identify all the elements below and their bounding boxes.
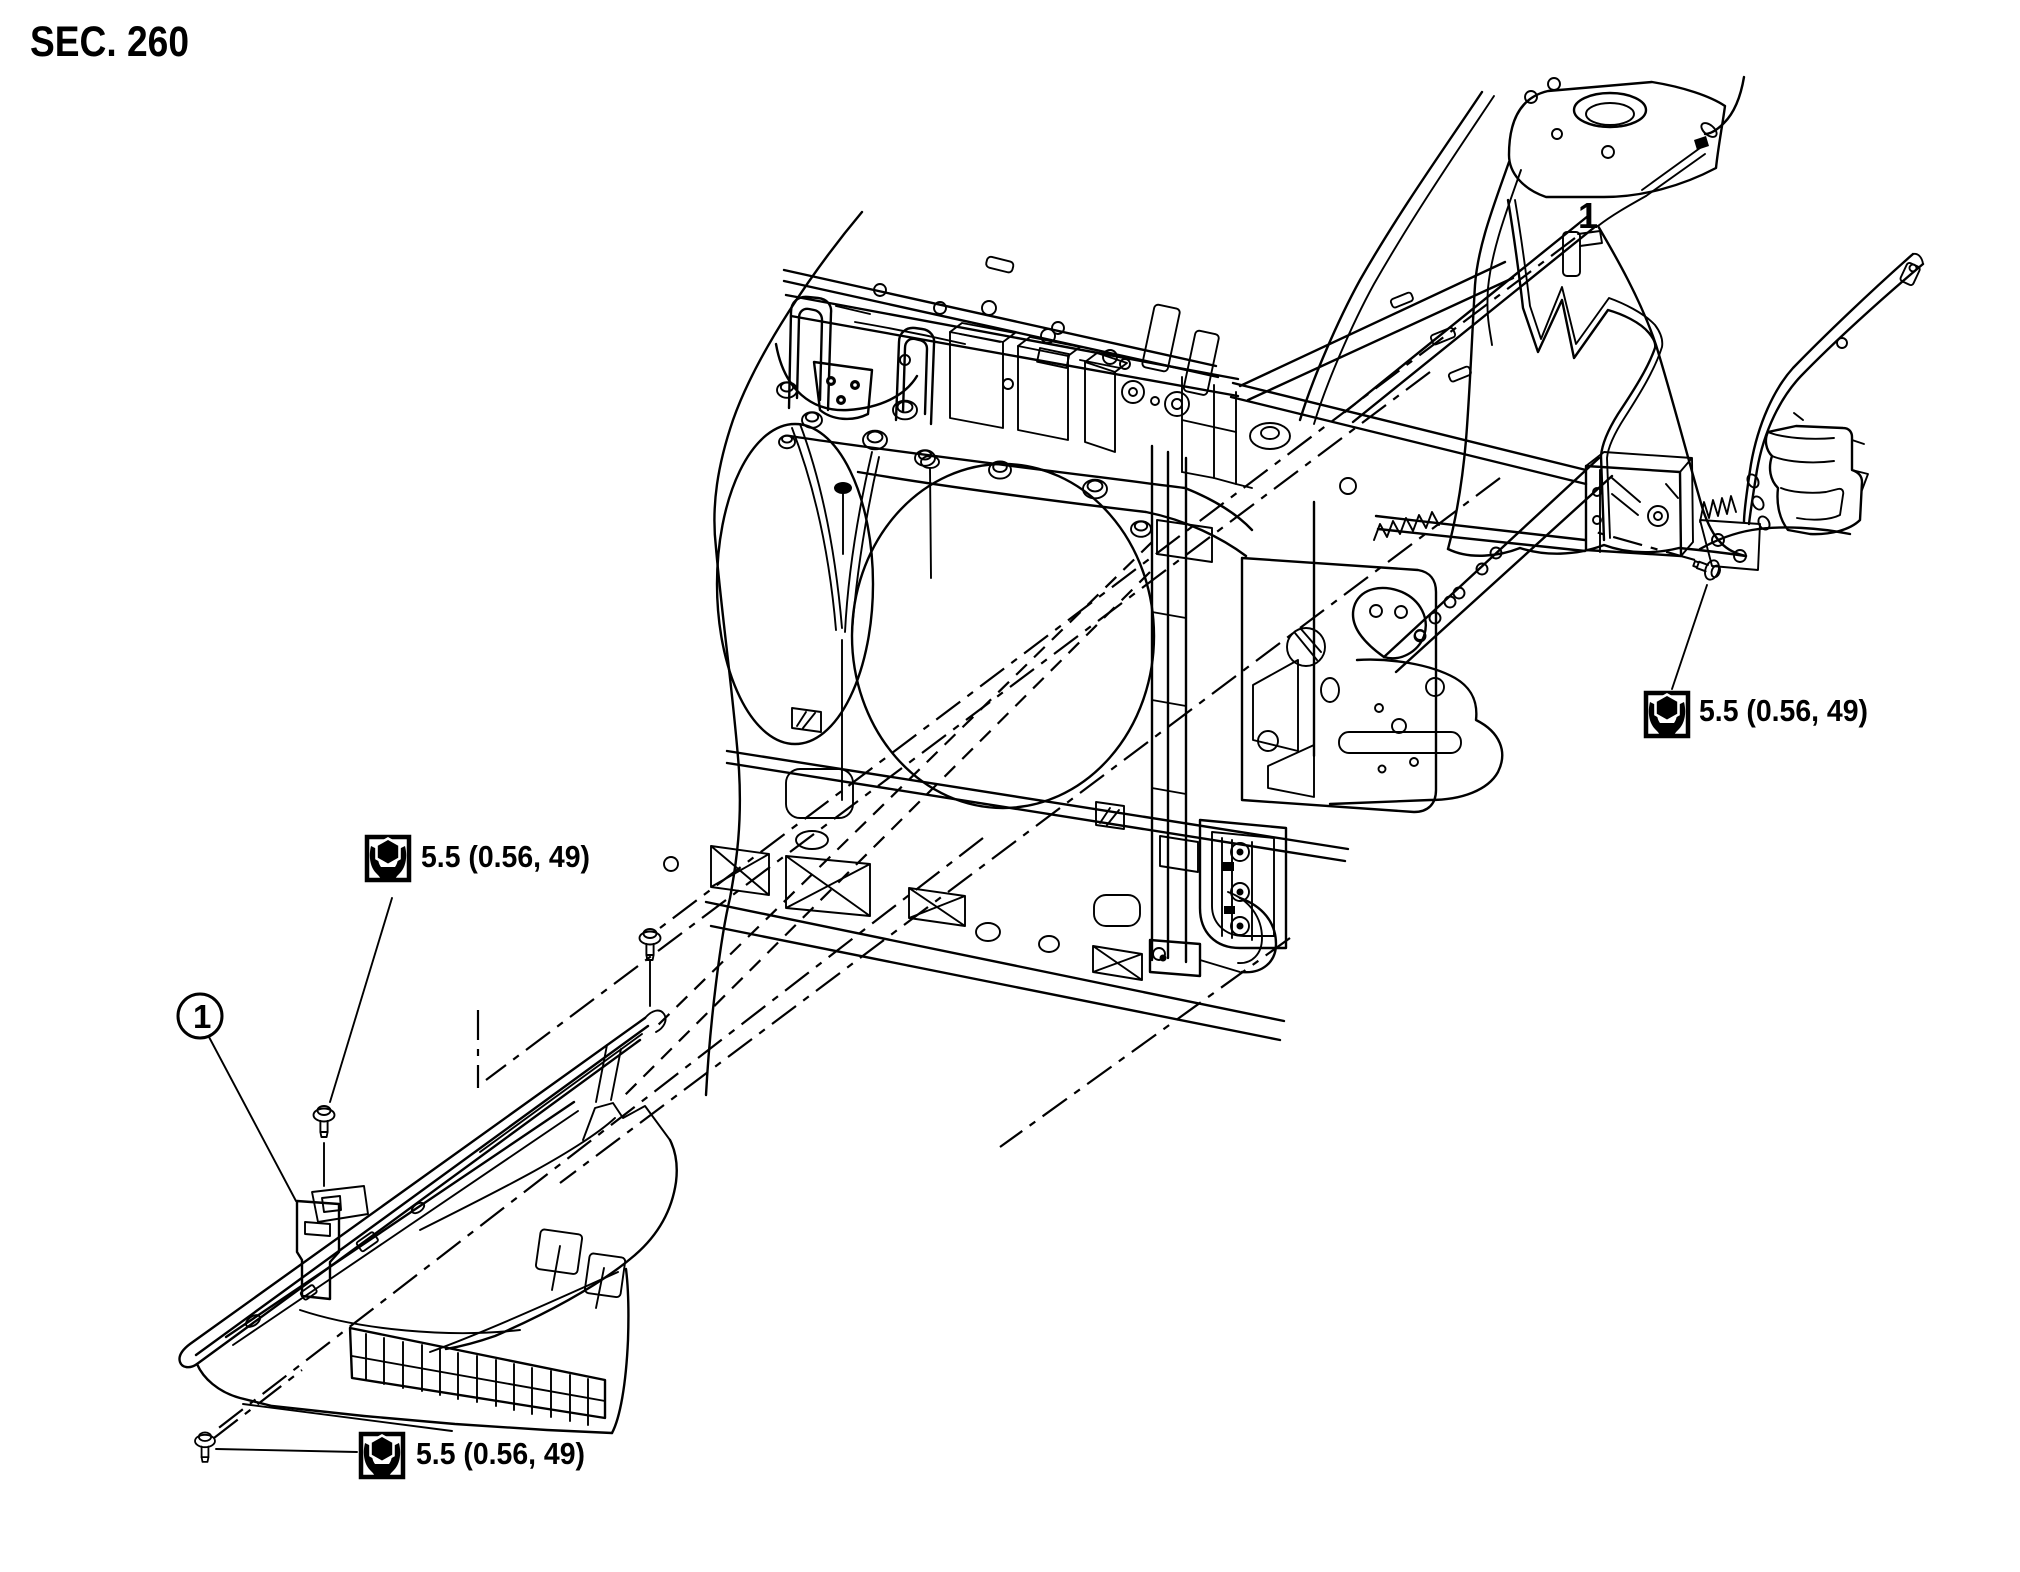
svg-text:5.5 (0.56, 49): 5.5 (0.56, 49) — [416, 1436, 585, 1471]
svg-text:5.5 (0.56, 49): 5.5 (0.56, 49) — [421, 839, 590, 874]
svg-text:5.5 (0.56, 49): 5.5 (0.56, 49) — [1699, 693, 1868, 728]
svg-text:1: 1 — [193, 998, 211, 1035]
svg-text:SEC. 260: SEC. 260 — [30, 18, 189, 66]
